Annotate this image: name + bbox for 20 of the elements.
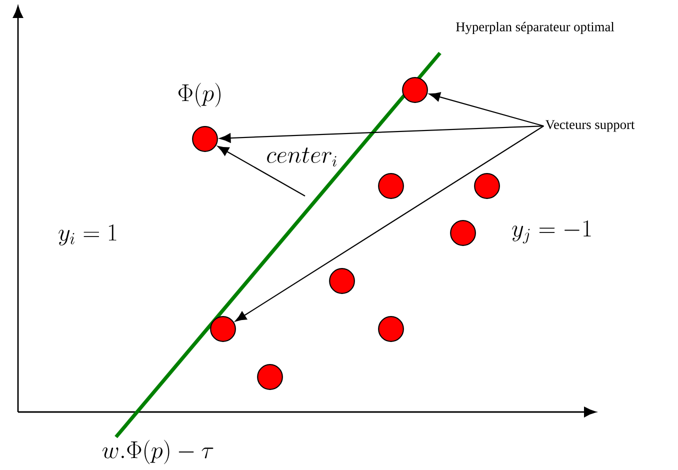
point-circle [378,173,404,199]
arrow [218,146,306,196]
point-circle [210,316,236,342]
point-circle [192,126,218,152]
formula-label: $y_j = -1$ [512,220,591,244]
point-label: $\Phi(p)$ [178,82,220,108]
point-circle [329,268,355,294]
hyperplane-label: Hyperplan séparateur optimal [456,22,614,34]
point-circle [378,316,404,342]
point-circle [402,77,428,103]
formula-label: $w.\Phi(p) - \tau$ [102,440,214,464]
edge-label: $center_i$ [267,147,336,166]
arrow [429,92,544,127]
formula-label: $y_i = 1$ [58,224,116,246]
point-circle [257,364,283,390]
point-circle [450,220,476,246]
annotation-text: Vecteurs support [545,120,635,132]
arrow [220,125,544,143]
arrow [235,126,544,322]
point-circle [474,173,500,199]
